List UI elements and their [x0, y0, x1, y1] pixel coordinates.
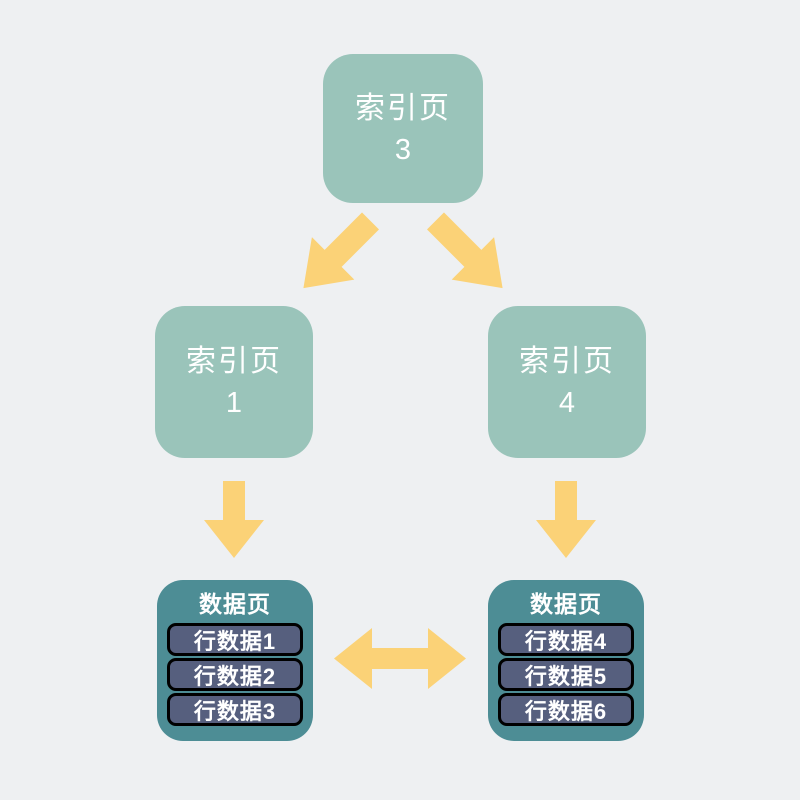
arrow-right-index-to-data [536, 481, 596, 558]
index-page-node-1: 索引页 1 [155, 306, 313, 458]
index-page-node-4: 索引页 4 [488, 306, 646, 458]
row-item: 行数据3 [167, 693, 303, 726]
index-page-label: 索引页 [519, 345, 615, 378]
arrow-left-index-to-data [204, 481, 264, 558]
arrow-root-to-right [426, 212, 503, 289]
index-page-number: 3 [394, 133, 412, 166]
data-page-rows: 行数据1 行数据2 行数据3 [167, 623, 303, 726]
arrow-data-page-link [334, 628, 466, 689]
row-item: 行数据4 [498, 623, 634, 656]
data-page-right: 数据页 行数据4 行数据5 行数据6 [488, 580, 644, 741]
data-page-title: 数据页 [199, 591, 271, 617]
index-page-number: 4 [558, 387, 576, 419]
index-page-label: 索引页 [186, 345, 282, 378]
row-item: 行数据6 [498, 693, 634, 726]
index-page-label: 索引页 [355, 91, 451, 125]
data-page-rows: 行数据4 行数据5 行数据6 [498, 623, 634, 726]
data-page-title: 数据页 [530, 591, 602, 617]
data-page-left: 数据页 行数据1 行数据2 行数据3 [157, 580, 313, 741]
row-item: 行数据2 [167, 658, 303, 691]
row-item: 行数据1 [167, 623, 303, 656]
arrow-root-to-left [303, 212, 380, 289]
index-page-node-3: 索引页 3 [323, 54, 483, 203]
row-item: 行数据5 [498, 658, 634, 691]
index-page-number: 1 [225, 387, 243, 419]
